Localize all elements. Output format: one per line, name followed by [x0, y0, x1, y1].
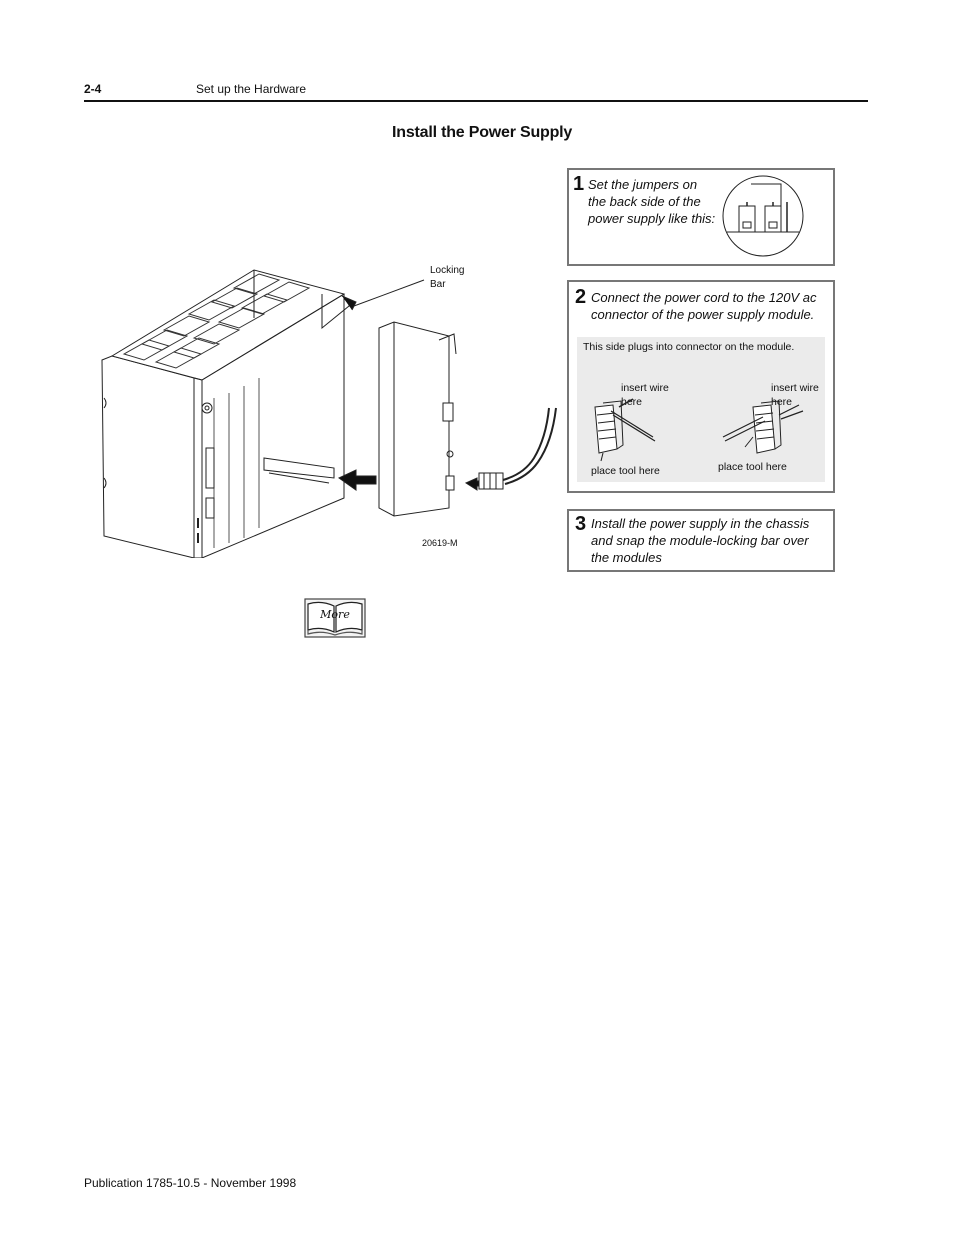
- step-1-number: 1: [573, 173, 585, 195]
- section-title: Set up the Hardware: [196, 82, 307, 96]
- step-3-text-line3: the modules: [591, 550, 662, 565]
- book-icon[interactable]: More: [304, 598, 366, 638]
- right-insert-label-line2: here: [771, 396, 793, 408]
- right-insert-label: insert wire here: [771, 381, 819, 409]
- locking-bar-label: Locking Bar: [430, 264, 464, 292]
- chassis-drawing: [101, 269, 557, 558]
- step-3-text: Install the power supply in the chassis …: [591, 515, 809, 566]
- step-2-text-line1: Connect the power cord to the 120V ac: [591, 290, 817, 305]
- step-3-box: 3 Install the power supply in the chassi…: [567, 509, 835, 572]
- jumper-diagram: [722, 175, 804, 257]
- step-1-text: Set the jumpers on the back side of the …: [588, 176, 715, 227]
- step-2-text: Connect the power cord to the 120V ac co…: [591, 289, 816, 323]
- step-3-text-line2: and snap the module-locking bar over: [591, 533, 809, 548]
- step-1-box: 1 Set the jumpers on the back side of th…: [567, 168, 835, 266]
- left-insert-label: insert wire here: [621, 381, 669, 409]
- figure-id: 20619-M: [422, 538, 458, 548]
- step-1-text-line1: Set the jumpers on: [588, 177, 698, 192]
- more-label: More: [320, 608, 350, 621]
- right-insert-label-line1: insert wire: [771, 382, 819, 394]
- step-3-number: 3: [575, 513, 587, 535]
- right-tool-label: place tool here: [718, 461, 787, 473]
- page-header: 2-4 Set up the Hardware: [84, 80, 868, 102]
- step-2-box: 2 Connect the power cord to the 120V ac …: [567, 280, 835, 493]
- left-tool-label: place tool here: [591, 465, 660, 477]
- locking-bar-label-line2: Bar: [430, 279, 446, 290]
- step-1-text-line2: the back side of the: [588, 194, 701, 209]
- left-insert-label-line1: insert wire: [621, 382, 669, 394]
- connector-left-drawing: [594, 398, 656, 462]
- step-1-text-line3: power supply like this:: [588, 211, 716, 226]
- connector-panel: This side plugs into connector on the mo…: [577, 337, 825, 482]
- chassis-illustration: Locking Bar 20619-M: [94, 258, 564, 558]
- step-2-number: 2: [575, 286, 587, 308]
- footer-publication: Publication 1785-10.5 - November 1998: [84, 1176, 297, 1190]
- step-2-text-line2: connector of the power supply module.: [591, 307, 815, 322]
- panel-caption: This side plugs into connector on the mo…: [583, 341, 795, 353]
- connector-right-drawing: [722, 400, 804, 454]
- locking-bar-label-line1: Locking: [430, 265, 465, 276]
- page-number: 2-4: [84, 82, 102, 96]
- step-3-text-line1: Install the power supply in the chassis: [591, 516, 810, 531]
- left-insert-label-line2: here: [621, 396, 643, 408]
- page-heading: Install the Power Supply: [392, 124, 573, 141]
